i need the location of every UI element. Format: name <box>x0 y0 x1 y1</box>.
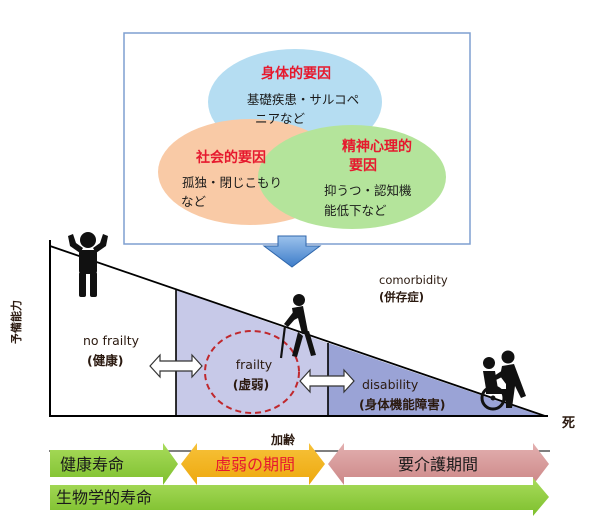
social-factor-line2: など <box>181 194 207 209</box>
transition-arrow-left <box>149 353 203 379</box>
physical-factor-title: 身体的要因 <box>261 65 331 82</box>
zone-frailty <box>176 290 328 416</box>
healthy-life-label: 健康寿命 <box>60 455 124 474</box>
care-period-bar <box>328 443 549 485</box>
biological-life-label: 生物学的寿命 <box>56 488 152 507</box>
physical-factor-line1: 基礎疾患・サルコペ <box>247 92 359 107</box>
venn-circle-mental <box>258 125 446 229</box>
comorbidity-label: comorbidity <box>379 273 448 287</box>
physical-factor-line2: ニアなど <box>255 111 306 126</box>
no-frailty-sub-label: (健康) <box>87 353 123 368</box>
standing-person-icon <box>68 232 108 297</box>
death-label: 死 <box>562 416 575 431</box>
venn-diagram <box>158 49 446 229</box>
zone-disability <box>328 343 542 416</box>
disability-label: disability <box>362 377 419 392</box>
disability-sub-label: (身体機能障害) <box>359 397 445 412</box>
x-axis-label: 加齢 <box>270 432 296 447</box>
cane-person-icon <box>279 294 316 359</box>
social-factor-line1: 孤独・閉じこもり <box>182 175 282 190</box>
frailty-label: frailty <box>236 357 273 372</box>
healthy-life-bar <box>50 443 178 485</box>
social-factor-title: 社会的要因 <box>195 149 266 166</box>
down-arrow-icon <box>262 235 322 268</box>
biological-life-bar <box>50 478 549 516</box>
y-axis-label: 予備能力 <box>9 300 23 344</box>
decline-line <box>49 245 546 417</box>
frailty-circle <box>204 330 300 414</box>
no-frailty-label: no frailty <box>83 333 140 348</box>
frail-period-bar <box>181 443 325 485</box>
wheelchair-person-icon <box>480 350 526 411</box>
mental-factor-line1: 抑うつ・認知機 <box>324 183 412 198</box>
zone-no-frailty <box>50 246 176 416</box>
care-period-label: 要介護期間 <box>398 455 478 474</box>
frail-period-label: 虚弱の期間 <box>215 455 295 474</box>
comorbidity-sub-label: (併存症) <box>379 290 424 304</box>
transition-arrow-right <box>299 368 355 394</box>
frailty-sub-label: (虚弱) <box>233 377 269 392</box>
mental-factor-title-line2: 要因 <box>349 158 377 174</box>
mental-factor-line2: 能低下など <box>324 203 387 218</box>
mental-factor-title-line1: 精神心理的 <box>342 138 412 155</box>
